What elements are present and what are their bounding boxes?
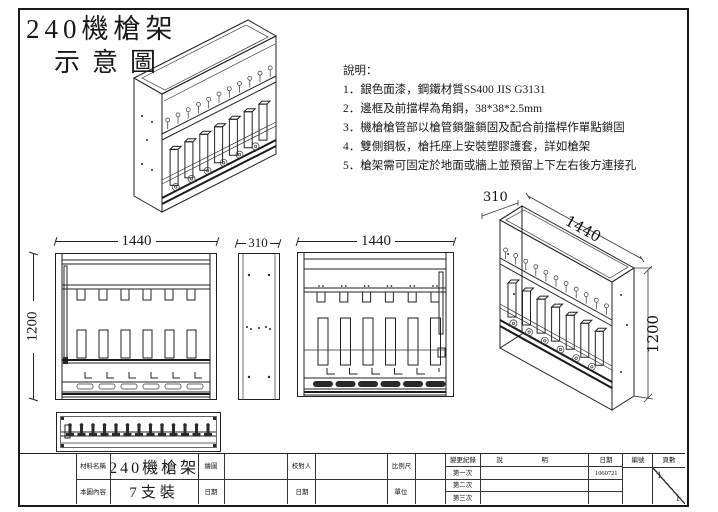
drawing-border xyxy=(18,8,689,507)
note-item: 2．邊框及前擋桿為角鋼，38*38*2.5mm xyxy=(343,103,543,115)
dim-front-width: 1440 xyxy=(53,233,220,249)
page-current: 1 xyxy=(657,469,662,480)
isometric-view-main xyxy=(118,12,350,222)
front-view xyxy=(55,253,218,401)
revision-row-3: 第三次 xyxy=(453,494,473,502)
title-block-empty-col xyxy=(20,454,76,504)
drafter-value-col xyxy=(223,454,288,504)
serial-label: 編號 xyxy=(631,456,645,464)
dim-side-depth: 310 xyxy=(234,235,282,251)
remark-label: 說明 xyxy=(496,456,587,464)
note-item: 1．銀色面漆，鋼鐵材質SS400 JIS G3131 xyxy=(343,84,546,96)
revision-row-1: 第一次 xyxy=(453,468,473,477)
dim-front-height-label: 1200 xyxy=(24,311,41,342)
drawing-quantity: 7支裝 xyxy=(129,485,179,502)
content-label: 本圖內容 xyxy=(80,488,107,496)
scale-label: 比例尺 xyxy=(391,462,411,470)
page-title: 240機槍架 示意圖 xyxy=(26,12,178,80)
date-value: 1060721 xyxy=(594,468,618,477)
material-label: 材料名稱 xyxy=(80,462,107,470)
rear-view xyxy=(297,252,454,397)
date-label: 日期 xyxy=(295,488,309,496)
drafter-label: 繪圖 xyxy=(204,462,218,470)
page-total: 1 xyxy=(675,493,680,503)
date-label: 日期 xyxy=(599,456,613,464)
checker-label-col: 校對人 日期 xyxy=(287,454,316,504)
checker-value-col xyxy=(315,454,387,504)
remark-col: 說明 xyxy=(480,454,589,504)
page-col: 頁數 1 1 xyxy=(652,454,685,504)
revision-label: 變更紀錄 xyxy=(450,456,476,464)
page-label: 頁數 xyxy=(662,456,676,464)
dim-front-height: 1200 xyxy=(24,251,42,402)
dim-rear-width-label: 1440 xyxy=(361,233,391,249)
notes-block: 說明： 1．銀色面漆，鋼鐵材質SS400 JIS G3131 2．邊框及前擋桿為… xyxy=(343,62,678,176)
dim-iso-width-label: 1440 xyxy=(562,212,604,246)
date-label: 日期 xyxy=(204,488,218,496)
dim-front-width-label: 1440 xyxy=(121,233,152,249)
title-line-1: 240機槍架 xyxy=(26,14,178,44)
title-line-2: 示意圖 xyxy=(54,48,169,77)
scale-value-col xyxy=(414,454,445,504)
page-number-cell: 1 1 xyxy=(653,466,685,504)
title-block-label-col: 材料名稱 本圖內容 xyxy=(75,454,110,504)
serial-col: 編號 xyxy=(622,454,653,504)
note-item: 5．槍架需可固定於地面或牆上並預留上下左右後方連接孔 xyxy=(343,160,637,172)
dim-iso-depth-label: 310 xyxy=(483,190,508,205)
note-item: 3．機槍槍管部以槍管鎖盤鎖固及配合前擋桿作單點鎖固 xyxy=(343,122,625,134)
checker-label: 校對人 xyxy=(291,462,312,470)
drawing-name: 240機槍架 xyxy=(110,460,198,478)
revision-col: 變更紀錄 第一次 第二次 第三次 xyxy=(444,454,481,504)
revision-row-2: 第二次 xyxy=(453,481,473,490)
plan-view xyxy=(56,412,221,452)
dim-iso-height-label: 1200 xyxy=(644,315,662,353)
drafter-label-col: 繪圖 日期 xyxy=(197,454,224,504)
title-block: 材料名稱 本圖內容 240機槍架 7支裝 繪圖 日期 校對人 日期 比例尺 單位… xyxy=(20,453,685,504)
unit-label: 單位 xyxy=(394,488,408,496)
dim-rear-width: 1440 xyxy=(295,233,457,249)
side-view xyxy=(238,253,280,401)
notes-heading: 說明： xyxy=(343,65,378,77)
scale-label-col: 比例尺 單位 xyxy=(386,454,415,504)
isometric-view-dimensioned: 310 1440 1200 xyxy=(480,190,662,418)
date-col: 日期 1060721 xyxy=(588,454,623,504)
note-item: 4．雙側鋼板，槍托座上安裝塑膠護套，詳如槍架 xyxy=(343,141,591,153)
dim-side-depth-label: 310 xyxy=(248,235,268,250)
drawing-name-col: 240機槍架 7支裝 xyxy=(109,454,198,504)
